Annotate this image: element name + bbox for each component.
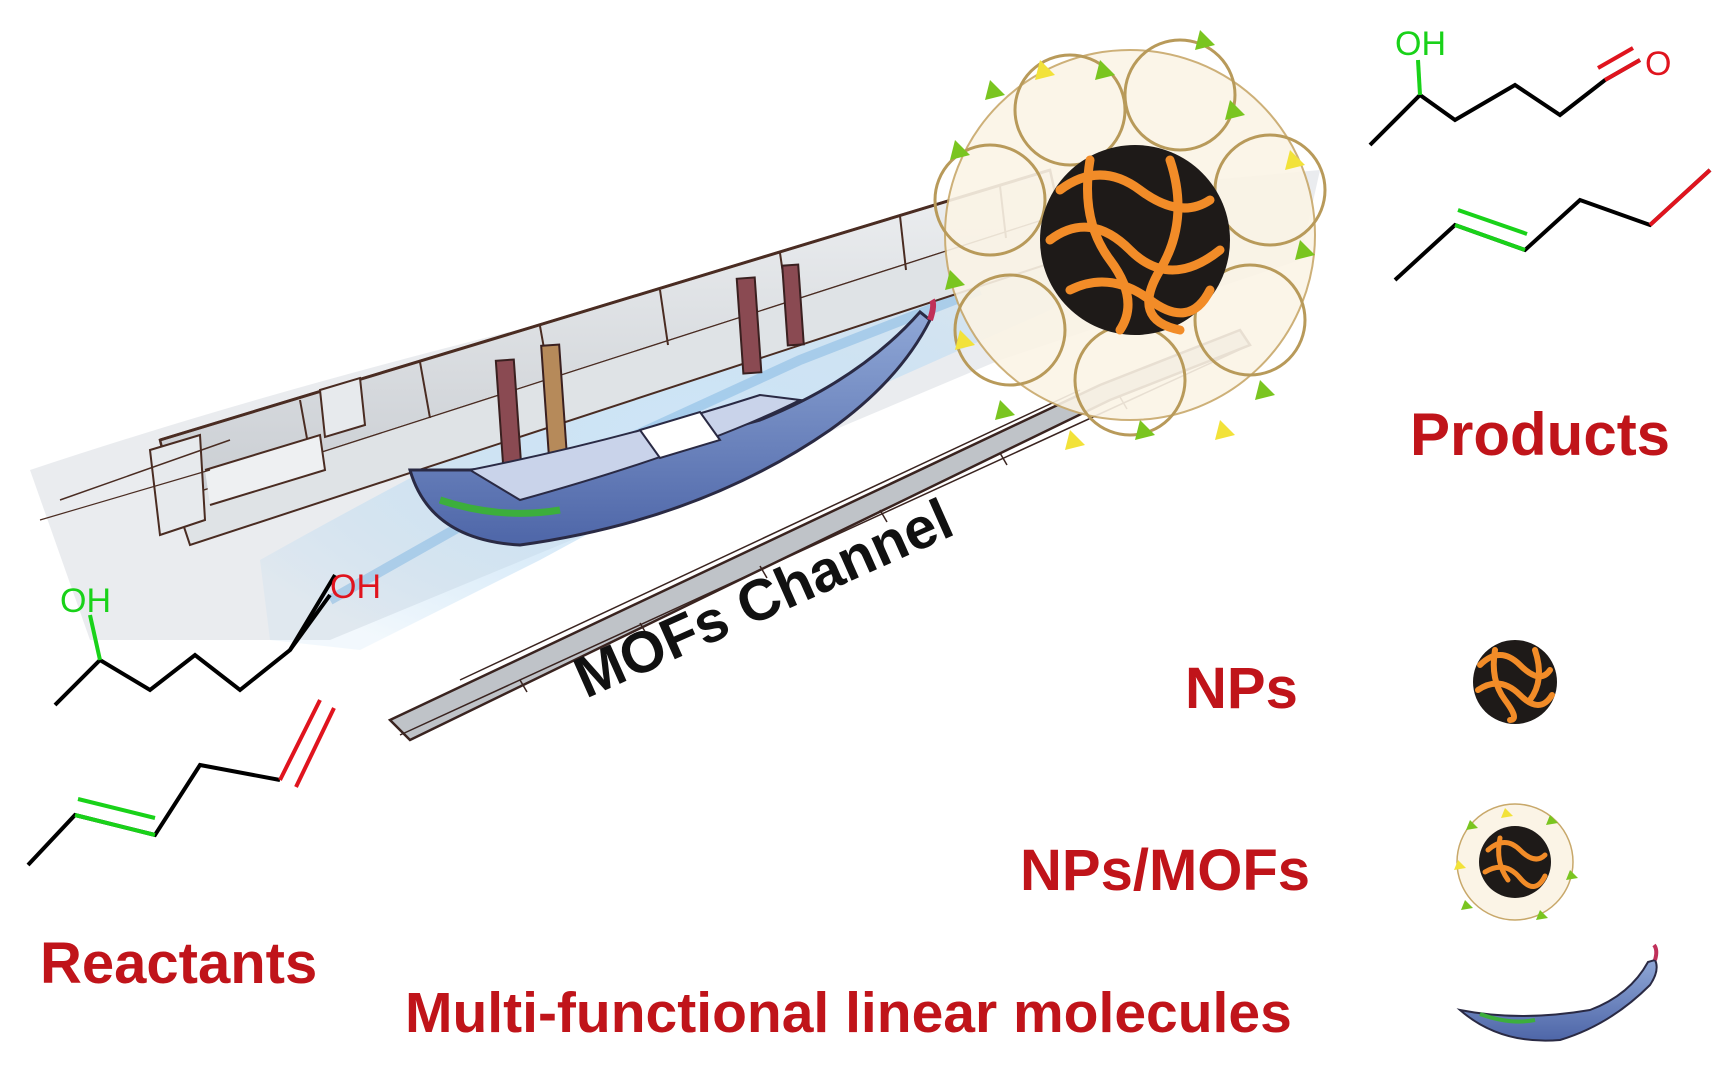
- mof-nanoparticle-sphere: [933, 30, 1327, 450]
- reactant-diene-molecule: [26, 699, 336, 867]
- legend-np-icon: [1473, 640, 1557, 724]
- multi-functional-label: Multi-functional linear molecules: [405, 981, 1292, 1045]
- product-o: O: [1645, 45, 1671, 83]
- gondola-boat: [408, 298, 937, 547]
- reactants-label: Reactants: [40, 931, 318, 996]
- product-alkene-molecule: [1393, 168, 1712, 282]
- product-oh: OH: [1395, 25, 1446, 63]
- nps-mofs-label: NPs/MOFs: [1020, 838, 1311, 903]
- nps-label: NPs: [1185, 656, 1298, 721]
- product-hydroxyaldehyde-molecule: OH O: [1368, 25, 1671, 147]
- legend-boat-icon: [1456, 943, 1659, 1042]
- legend-np-mof-icon: [1454, 803, 1578, 921]
- stone-wall: [39, 168, 1062, 547]
- mooring-poles: [494, 263, 805, 482]
- reactant-diol-molecule: OH OH: [53, 568, 381, 707]
- reactant-oh-right: OH: [330, 568, 381, 606]
- reactant-oh-left: OH: [60, 582, 111, 620]
- products-label: Products: [1410, 401, 1671, 468]
